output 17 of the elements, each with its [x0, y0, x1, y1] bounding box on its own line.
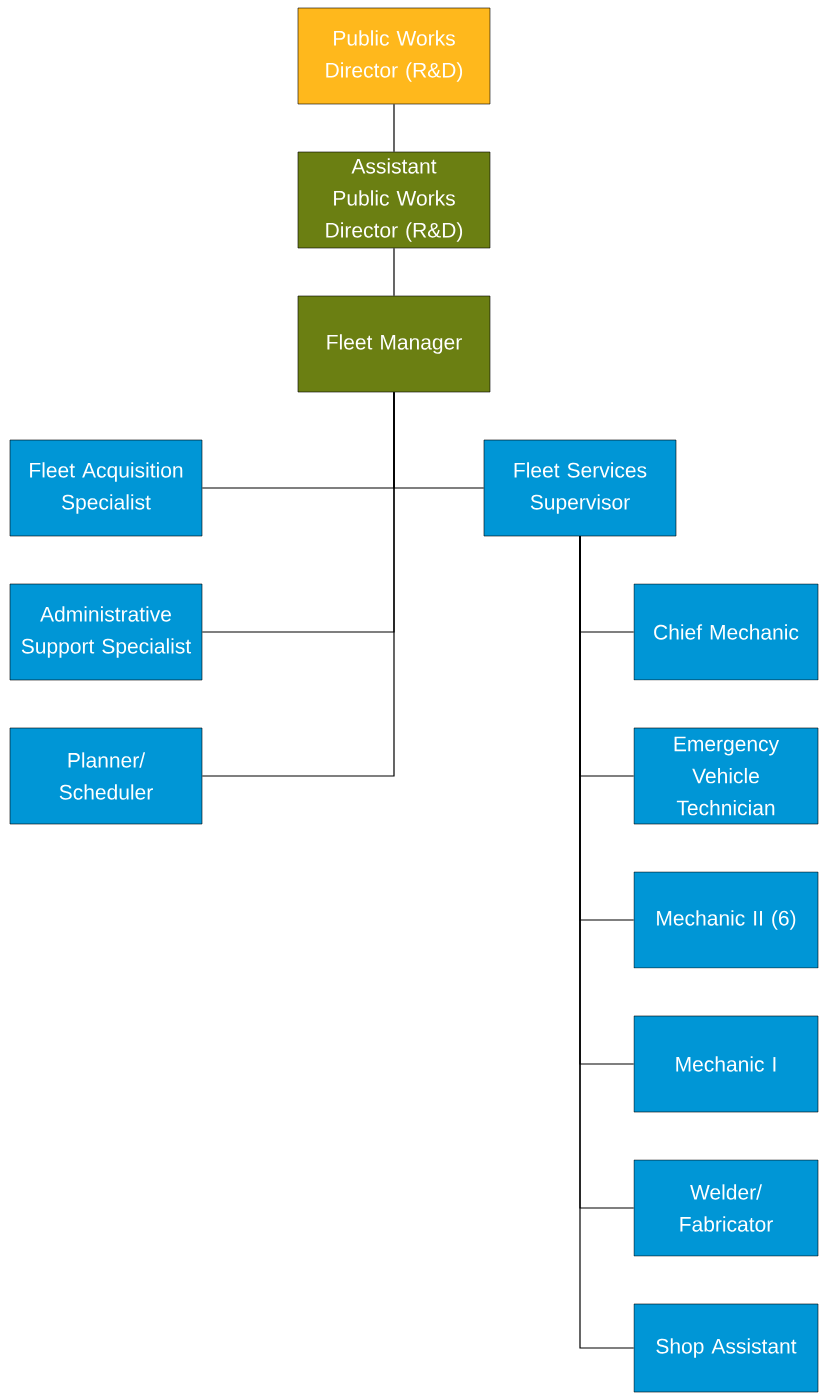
- org-box: Administrative Support Specialist: [9, 583, 203, 681]
- connector-line: [393, 247, 395, 297]
- org-box: Mechanic I: [633, 1015, 819, 1113]
- connector-line: [201, 391, 395, 777]
- org-box: Fleet Manager: [297, 295, 491, 393]
- connector-line: [579, 535, 635, 1349]
- connector-line: [393, 103, 395, 153]
- org-box: Fleet Services Supervisor: [483, 439, 677, 537]
- org-box: Planner/ Scheduler: [9, 727, 203, 825]
- org-box: Chief Mechanic: [633, 583, 819, 681]
- org-box: Welder/ Fabricator: [633, 1159, 819, 1257]
- org-box: Emergency Vehicle Technician: [633, 727, 819, 825]
- org-box: Shop Assistant: [633, 1303, 819, 1393]
- org-box: Mechanic II (6): [633, 871, 819, 969]
- org-box: Public Works Director (R&D): [297, 7, 491, 105]
- org-box: Assistant Public Works Director (R&D): [297, 151, 491, 249]
- org-box: Fleet Acquisition Specialist: [9, 439, 203, 537]
